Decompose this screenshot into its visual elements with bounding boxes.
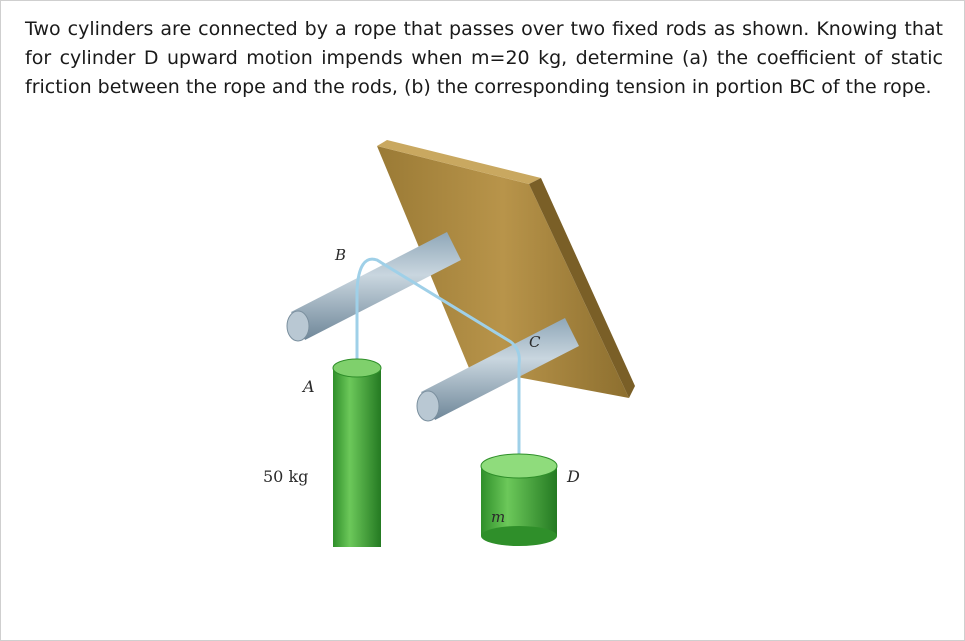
rope [355, 257, 521, 468]
label-b: B [334, 246, 346, 264]
rod-c [416, 318, 579, 422]
mass-d-label: m [491, 508, 505, 526]
mass-a-label: 50 kg [263, 467, 308, 486]
cylinder-a [332, 358, 382, 547]
cylinder-d [480, 453, 558, 546]
problem-figure: B C A D 50 kg m [259, 136, 636, 547]
rod-b [286, 232, 461, 342]
problem-statement: Two cylinders are connected by a rope th… [25, 18, 943, 98]
label-a: A [301, 377, 315, 396]
label-c: C [529, 333, 541, 351]
cylinders-rods-diagram: B C A D 50 kg m [263, 140, 635, 547]
label-d: D [566, 467, 580, 486]
